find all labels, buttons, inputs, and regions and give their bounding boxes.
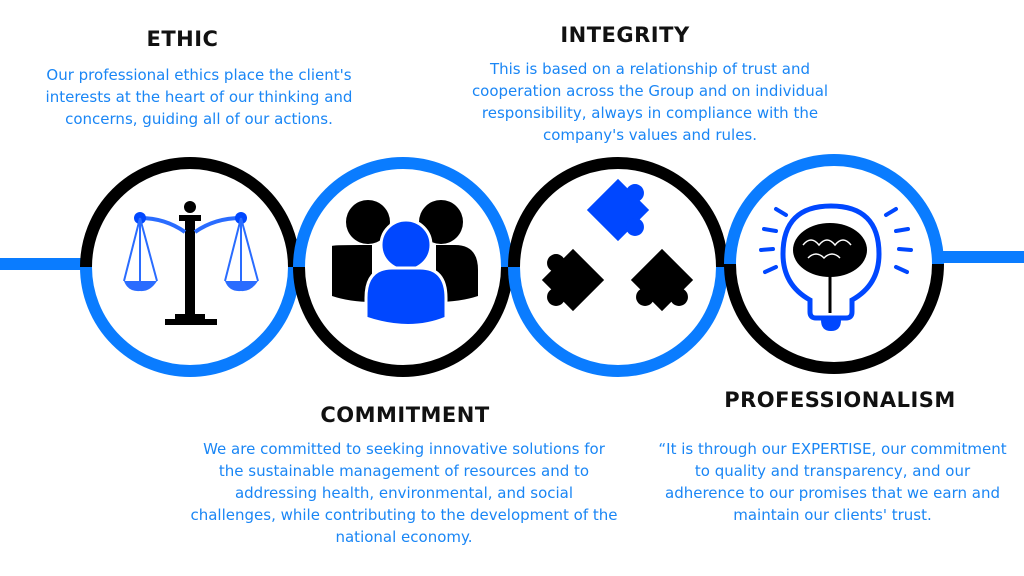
team-people-icon: [332, 200, 478, 327]
professionalism-description: “It is through our EXPERTISE, our commit…: [658, 440, 1007, 524]
professionalism-title: PROFESSIONALISM: [724, 388, 956, 412]
ethic-title: ETHIC: [146, 27, 219, 51]
left-connector-line: [0, 258, 84, 270]
integrity-description: This is based on a relationship of trust…: [471, 60, 829, 144]
puzzle-pieces-icon: [541, 178, 694, 312]
integrity-circle: [508, 157, 728, 377]
commitment-title: COMMITMENT: [320, 403, 490, 427]
commitment-description: We are committed to seeking innovative s…: [190, 440, 618, 546]
lightbulb-brain-icon: [759, 203, 913, 331]
ethic-description: Our professional ethics place the client…: [45, 66, 353, 128]
scales-of-justice-icon: [123, 201, 259, 325]
right-connector-line: [940, 251, 1024, 263]
integrity-title: INTEGRITY: [560, 23, 690, 47]
